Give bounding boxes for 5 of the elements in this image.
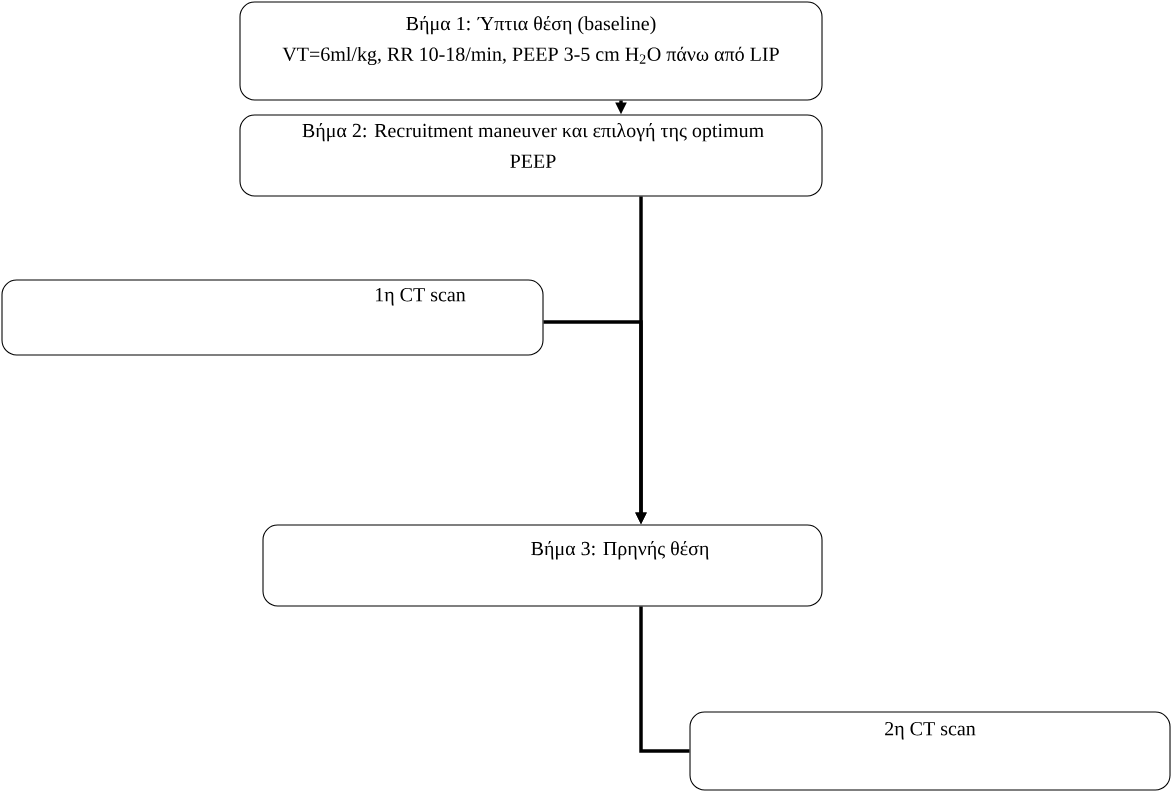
process-box: Βήμα 2: Recruitment maneuver και επιλογή της optimum PEEP — [239, 114, 823, 197]
process-box: Βήμα 3: Πρηνής θέση — [262, 524, 823, 607]
process-box: 1η CT scan — [1, 279, 544, 356]
process-box: 2η CT scan — [689, 711, 1171, 791]
process-box: Βήμα 1: Ύπτια θέση (baseline) VT=6ml/kg, RR 10-18/min, PEEP 3-5 cm H$_{2}$O πάνω από LIP — [239, 1, 823, 101]
